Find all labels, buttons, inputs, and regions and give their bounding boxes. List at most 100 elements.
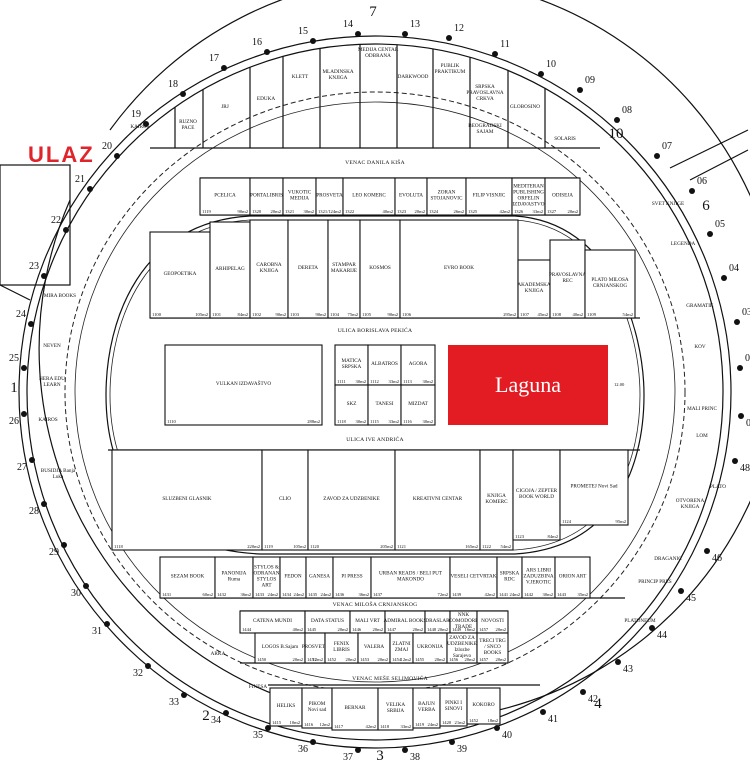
booth-outline[interactable] <box>359 219 401 319</box>
gate[interactable]: 41 <box>540 709 558 725</box>
gate-marker[interactable] <box>580 689 586 695</box>
booth-outline[interactable] <box>446 632 478 664</box>
booth[interactable]: EDUKA <box>257 96 275 102</box>
gate-marker[interactable] <box>41 501 47 507</box>
gate-marker[interactable] <box>689 188 695 194</box>
gate[interactable]: 06 <box>689 176 707 194</box>
booth-outline[interactable] <box>357 632 391 664</box>
gate[interactable]: 20 <box>102 141 120 159</box>
booth[interactable]: FINESA <box>249 684 267 690</box>
gate-marker[interactable] <box>721 275 727 281</box>
booth[interactable]: KAIROS <box>130 124 149 130</box>
gate-marker[interactable] <box>87 186 93 192</box>
gate-marker[interactable] <box>615 659 621 665</box>
gate[interactable]: 07 <box>654 141 672 159</box>
gate-marker[interactable] <box>738 413 744 419</box>
gate-marker[interactable] <box>114 153 120 159</box>
gate-marker[interactable] <box>21 365 27 371</box>
gate-marker[interactable] <box>310 739 316 745</box>
gate[interactable]: 16 <box>252 37 270 55</box>
booth-outline[interactable] <box>111 449 263 551</box>
gate-marker[interactable] <box>143 121 149 127</box>
gate[interactable]: 05 <box>707 219 725 237</box>
gate-marker[interactable] <box>63 227 69 233</box>
booth-outline[interactable] <box>521 556 556 599</box>
gate-marker[interactable] <box>223 710 229 716</box>
booth-outline[interactable] <box>466 687 501 725</box>
gate[interactable]: 33 <box>169 692 187 708</box>
gate-marker[interactable] <box>538 71 544 77</box>
booth-outline[interactable] <box>254 632 306 664</box>
booth[interactable]: LEGENDA <box>671 241 696 247</box>
booth[interactable]: PLATONEUM <box>624 618 656 624</box>
gate[interactable]: 24 <box>16 309 34 327</box>
booth-outline[interactable] <box>199 177 251 216</box>
gate[interactable]: 31 <box>92 621 110 637</box>
booth-outline[interactable] <box>400 344 436 386</box>
booth-outline[interactable] <box>279 556 307 599</box>
booth-outline[interactable] <box>367 384 402 426</box>
gate-marker[interactable] <box>402 31 408 37</box>
booth-outline[interactable] <box>159 556 216 599</box>
gate[interactable]: 38 <box>402 747 420 763</box>
gate-marker[interactable] <box>180 91 186 97</box>
gate[interactable]: 43 <box>615 659 633 675</box>
laguna-booth-area[interactable] <box>448 345 608 425</box>
gate[interactable]: 35 <box>253 725 271 741</box>
booth-outline[interactable] <box>544 177 581 216</box>
gate[interactable]: 30 <box>71 583 89 599</box>
booth[interactable]: DRAGANIC <box>654 556 682 562</box>
gate[interactable]: 25 <box>9 353 27 371</box>
booth[interactable]: GRAMATIK <box>686 303 714 309</box>
booth[interactable]: JRJ <box>221 104 229 110</box>
booth[interactable]: KAIROS <box>38 417 57 423</box>
booth-outline[interactable] <box>332 556 372 599</box>
gate-marker[interactable] <box>449 739 455 745</box>
booth-outline[interactable] <box>261 449 309 551</box>
booth-outline[interactable] <box>517 259 551 319</box>
gate[interactable]: 14 <box>343 19 361 37</box>
gate-marker[interactable] <box>29 457 35 463</box>
gate[interactable]: 23 <box>29 261 47 279</box>
booth-outline[interactable] <box>394 177 428 216</box>
booth-outline[interactable] <box>584 249 636 319</box>
gate-marker[interactable] <box>678 588 684 594</box>
gate[interactable]: 48 <box>732 458 750 474</box>
gate-marker[interactable] <box>704 548 710 554</box>
gate[interactable]: 01 <box>738 413 750 429</box>
gate[interactable]: 44 <box>649 625 667 641</box>
booth-outline[interactable] <box>149 231 211 319</box>
